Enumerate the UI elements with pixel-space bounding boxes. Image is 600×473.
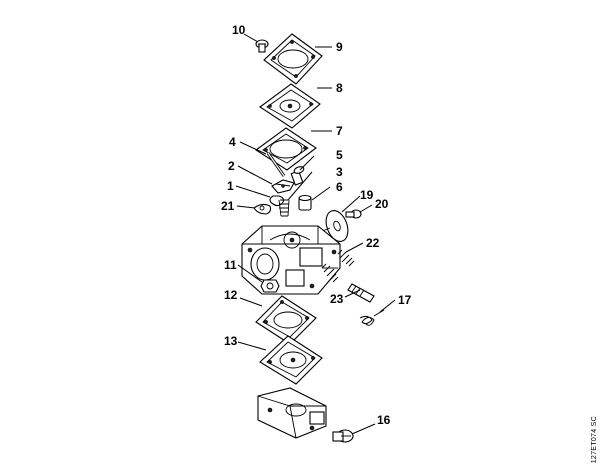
part-4-inlet-needle [266, 152, 286, 177]
callout-19: 19 [360, 188, 374, 202]
part-2-control-lever [271, 179, 295, 194]
callout-11: 11 [224, 258, 237, 272]
callout-23: 23 [330, 292, 344, 306]
part-6-valve [298, 194, 312, 211]
callout-5: 5 [336, 148, 343, 162]
callout-16: 16 [377, 413, 391, 427]
part-bottom-cover [257, 387, 327, 439]
part-23-adjusting-screw [347, 283, 375, 303]
callout-8: 8 [336, 81, 343, 95]
callout-13: 13 [224, 334, 238, 348]
callout-6: 6 [336, 180, 343, 194]
part-5-pin [290, 166, 305, 186]
part-19-disc [319, 210, 349, 242]
callout-12: 12 [224, 288, 238, 302]
part-11-fitting [260, 279, 280, 293]
part-9-pump-cover [263, 33, 323, 85]
part-17-spring [359, 309, 385, 326]
callout-22: 22 [366, 236, 380, 250]
part-8-pump-diaphragm [259, 83, 321, 129]
callout-labels: 10 9 8 7 4 2 5 3 1 6 21 19 20 22 11 23 1… [221, 23, 412, 427]
callout-2: 2 [228, 159, 235, 173]
part-10-screw [255, 39, 269, 53]
callout-17: 17 [398, 293, 412, 307]
callout-10: 10 [232, 23, 246, 37]
part-3-spring [278, 199, 290, 217]
callout-4: 4 [229, 135, 236, 149]
callout-1: 1 [227, 179, 234, 193]
part-21-clip [253, 203, 272, 215]
callout-7: 7 [336, 124, 343, 138]
callout-21: 21 [221, 199, 235, 213]
callout-3: 3 [336, 165, 343, 179]
part-16-plug [332, 429, 354, 443]
part-carburetor-body [241, 225, 341, 295]
figure-code: 127ET074 SC [591, 415, 598, 463]
part-20-screw [345, 209, 362, 219]
callout-9: 9 [336, 40, 343, 54]
part-13-diaphragm [259, 335, 323, 385]
part-1-spindle [269, 195, 285, 207]
callout-20: 20 [375, 197, 389, 211]
part-22-springs [321, 249, 355, 283]
leader-lines [235, 33, 396, 435]
part-12-gasket [255, 295, 317, 345]
